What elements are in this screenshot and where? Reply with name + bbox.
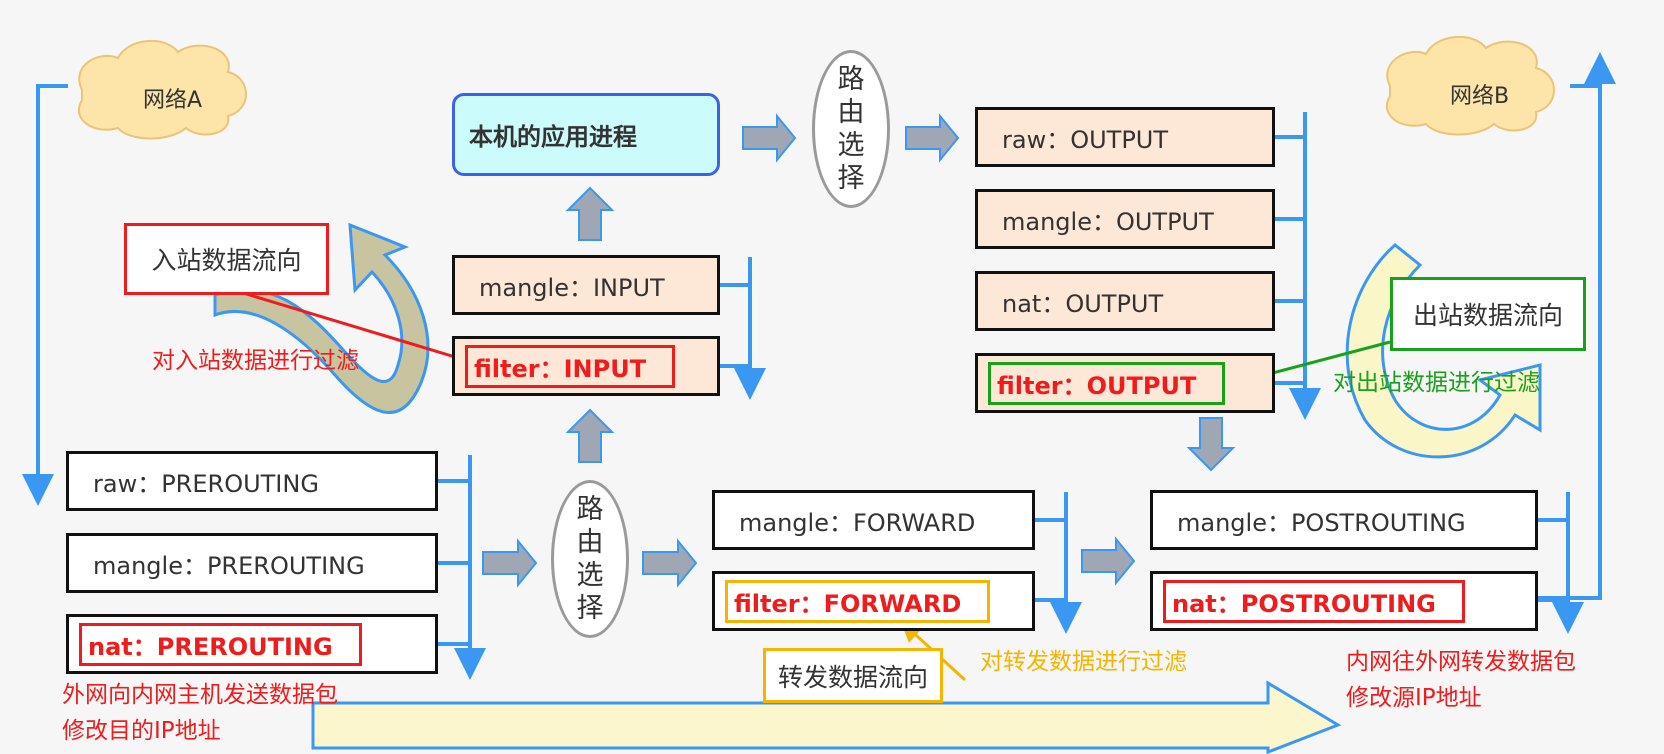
cloud-a-icon	[78, 39, 247, 140]
nat-prerouting-label: nat：PREROUTING	[79, 622, 362, 666]
inbound-flow-label: 入站数据流向	[151, 246, 302, 275]
mangle-output-label: mangle：OUTPUT	[1002, 207, 1214, 236]
cloud-b-icon	[1386, 35, 1555, 136]
nat-postrouting-label: nat：POSTROUTING	[1163, 579, 1465, 623]
mangle-prerouting-box: mangle：PREROUTING	[66, 533, 438, 593]
inbound-curved-arrow-icon	[213, 222, 430, 415]
arrow-input-to-app-icon	[565, 186, 615, 241]
raw-prerouting-box: raw：PREROUTING	[66, 451, 438, 511]
routing-decision-lower: 路 由 选 择	[551, 480, 629, 638]
mangle-postrouting-box: mangle：POSTROUTING	[1150, 490, 1538, 550]
arrow-route-to-forward-icon	[642, 538, 698, 588]
routing-decision-upper: 路 由 选 择	[812, 50, 890, 208]
forward-flow-big-arrow-icon	[311, 680, 1342, 754]
raw-prerouting-label: raw：PREROUTING	[93, 469, 319, 498]
mangle-prerouting-label: mangle：PREROUTING	[93, 551, 365, 580]
forward-flow-label: 转发数据流向	[777, 662, 928, 692]
filter-output-box: filter：OUTPUT	[975, 353, 1275, 413]
raw-output-box: raw：OUTPUT	[975, 107, 1275, 167]
nat-prerouting-box: nat：PREROUTING	[66, 614, 438, 674]
raw-output-label: raw：OUTPUT	[1002, 125, 1169, 154]
filter-output-label: filter：OUTPUT	[988, 361, 1226, 405]
arrow-prerouting-to-route-icon	[482, 538, 538, 588]
routing-char-4: 择	[576, 593, 604, 624]
local-app-process-box: 本机的应用进程	[452, 93, 720, 176]
network-a-label: 网络A	[143, 88, 203, 113]
routing-char-1: 路	[837, 64, 865, 95]
filter-input-label: filter：INPUT	[465, 344, 676, 388]
filter-forward-box: filter：FORWARD	[712, 571, 1035, 631]
mangle-input-label: mangle：INPUT	[479, 273, 665, 302]
snat-note-line2: 修改源IP地址	[1346, 685, 1482, 711]
routing-char-1: 路	[576, 494, 604, 525]
arrow-route-to-input-icon	[565, 408, 615, 463]
outbound-filter-note: 对出站数据进行过滤	[1333, 370, 1540, 396]
mangle-postrouting-label: mangle：POSTROUTING	[1177, 508, 1466, 537]
dnat-note-line2: 修改目的IP地址	[62, 718, 221, 744]
snat-note-line1: 内网往外网转发数据包	[1346, 649, 1576, 675]
arrow-forward-to-postrouting-icon	[1081, 536, 1136, 586]
outbound-flow-label: 出站数据流向	[1412, 301, 1563, 330]
routing-char-2: 由	[576, 527, 604, 558]
filter-forward-label: filter：FORWARD	[725, 579, 991, 623]
arrow-app-to-route-icon	[742, 113, 797, 163]
mangle-input-box: mangle：INPUT	[452, 255, 720, 315]
routing-char-3: 选	[576, 560, 604, 591]
nat-output-label: nat：OUTPUT	[1002, 289, 1164, 318]
inbound-flow-callout: 入站数据流向	[124, 223, 329, 295]
forward-filter-note: 对转发数据进行过滤	[980, 649, 1187, 675]
mangle-forward-label: mangle：FORWARD	[739, 508, 976, 537]
mangle-forward-box: mangle：FORWARD	[712, 490, 1035, 550]
forward-flow-callout: 转发数据流向	[763, 648, 943, 703]
dnat-note-line1: 外网向内网主机发送数据包	[62, 682, 338, 708]
outbound-flow-callout: 出站数据流向	[1390, 277, 1586, 351]
nat-postrouting-box: nat：POSTROUTING	[1150, 571, 1538, 631]
mangle-output-box: mangle：OUTPUT	[975, 189, 1275, 249]
routing-char-2: 由	[837, 97, 865, 128]
arrow-route-to-output-icon	[905, 113, 960, 163]
nat-output-box: nat：OUTPUT	[975, 271, 1275, 331]
filter-input-box: filter：INPUT	[452, 336, 720, 396]
routing-char-4: 择	[837, 163, 865, 194]
routing-char-3: 选	[837, 130, 865, 161]
arrow-output-to-postrouting-icon	[1186, 417, 1236, 472]
network-b-label: 网络B	[1450, 84, 1510, 109]
inbound-filter-note: 对入站数据进行过滤	[152, 348, 359, 374]
local-app-process-label: 本机的应用进程	[469, 123, 637, 151]
